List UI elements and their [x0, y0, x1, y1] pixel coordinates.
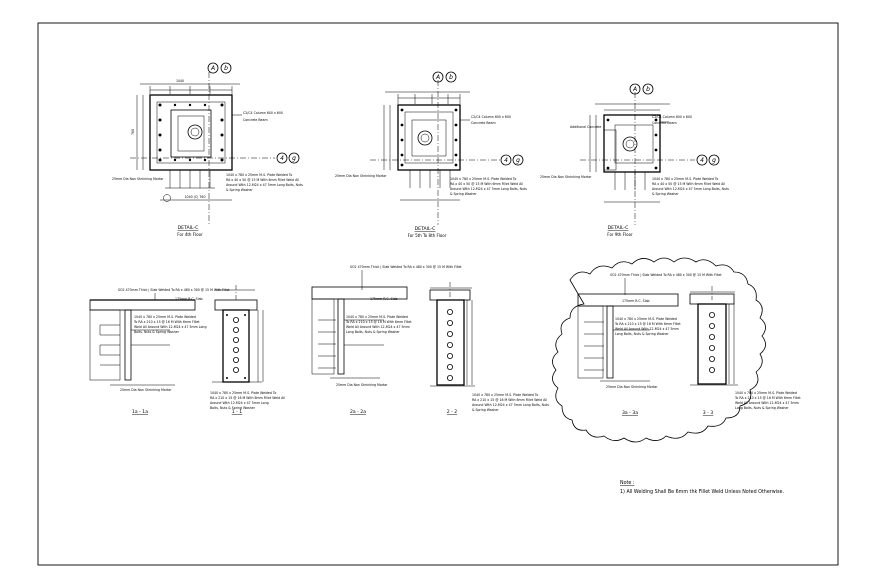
grid-bubble-a-icon: [207, 62, 219, 74]
detail-3-plate-note: 1040 x 780 x 25mm M.S. Plate Welded To R…: [652, 177, 730, 196]
detail-2-grid-d-icon: [512, 154, 524, 166]
grid-bubble-b-label: b: [224, 65, 228, 72]
detail-3-grid-c-label: 4: [700, 157, 704, 164]
detail-3-additional-note: Additional Concrete: [570, 125, 601, 129]
section-3a-top-note: SO2 470mm Thick | Slab Welded To RA x 48…: [610, 273, 722, 277]
detail-3-subtitle: For 9th Floor: [607, 232, 633, 237]
section-1a: SO2 470mm Thick | Slab Welded To RA x 48…: [89, 288, 230, 415]
notes-line-1: 1) All Welding Shall Be 6mm thk Fillet W…: [620, 489, 784, 495]
svg-text:1040 (C) 760: 1040 (C) 760: [185, 195, 206, 199]
section-2a-top-note: SO2 470mm Thick | Slab Welded To RA x 48…: [350, 265, 462, 269]
plan-detail-3: A b 4 g C2/C4 Column 600 x 600 Concrete …: [540, 83, 730, 237]
section-1-plate-note: 1040 x 780 x 25mm M.S. Plate Welded To R…: [210, 391, 286, 410]
detail-2-grid-d-label: g: [516, 157, 520, 164]
section-1a-mortar-note: 25mm Dia Non Shrinking Mortar: [120, 388, 172, 392]
plan-detail-2: A b 4 g C2/C4 Column 600 x 600 Concrete …: [335, 71, 528, 238]
detail-3-grid-d-label: g: [712, 157, 716, 164]
detail-2-column-note: C2/C4 Column 600 x 600: [471, 115, 511, 119]
detail-2-mortar-note: 25mm Dia Non Shrinking Mortar: [335, 174, 387, 178]
section-3-label: 3 - 3: [703, 410, 714, 416]
section-2-label: 2 - 2: [447, 409, 458, 415]
detail-3-grid-d-icon: [708, 154, 720, 166]
detail-1-concrete-note: Concrete Beam: [243, 118, 268, 122]
grid-bubble-d-icon: [288, 152, 300, 164]
section-3a-mortar-note: 25mm Dia Non Shrinking Mortar: [606, 385, 658, 389]
notes-title: Note :: [620, 480, 635, 486]
grid-bubble-b-icon: [220, 62, 232, 74]
detail-3-grid-b-label: b: [646, 86, 650, 93]
detail-1-column-note: C2/C4 Column 600 x 600: [243, 111, 283, 115]
sheet-border: [37, 22, 839, 566]
section-3a-label: 3a - 3a: [622, 410, 638, 416]
grid-bubble-c-label: 4: [280, 155, 284, 162]
section-1a-top-note: SO2 470mm Thick | Slab Welded To RA x 48…: [118, 288, 230, 292]
detail-3-concrete-note: Concrete Beam: [652, 121, 677, 125]
section-2a-slab-note: 175mm R.C. Slab: [370, 297, 398, 301]
section-2a-label: 2a - 2a: [350, 409, 366, 415]
detail-1-plate-note: 1040 x 780 x 25mm M.S. Plate Welded To R…: [226, 173, 304, 192]
detail-1-subtitle: For 4th Floor: [177, 232, 203, 237]
detail-2-grid-c-icon: [500, 154, 512, 166]
detail-3-column-note: C2/C4 Column 600 x 600: [652, 115, 692, 119]
section-3a: SO2 470mm Thick | Slab Welded To RA x 48…: [577, 273, 722, 416]
detail-3-grid-a-icon: [629, 83, 641, 95]
section-2a: SO2 470mm Thick | Slab Welded To RA x 48…: [311, 265, 462, 415]
section-2-plate-note: 1040 x 780 x 25mm M.S. Plate Welded To R…: [472, 393, 550, 412]
grid-bubble-c-icon: [276, 152, 288, 164]
grid-bubble-a-label: A: [210, 65, 215, 72]
section-1a-label: 1a - 1a: [132, 409, 148, 415]
section-1a-slab-note: 175mm R.C. Slab: [175, 297, 203, 301]
section-3: 1040 x 780 x 25mm M.S. Plate Welded To R…: [689, 286, 802, 416]
detail-2-concrete-note: Concrete Beam: [471, 121, 496, 125]
detail-1-title: DETAIL-C: [178, 225, 199, 231]
revision-cloud: [552, 257, 766, 443]
section-3a-slab-note: 175mm R.C. Slab: [622, 299, 650, 303]
detail-2-grid-b-label: b: [449, 74, 453, 81]
section-3-plate-note: 1040 x 780 x 25mm M.S. Plate Welded To R…: [734, 391, 802, 410]
svg-text:1040: 1040: [176, 79, 184, 83]
detail-2-title: DETAIL-C: [415, 226, 436, 232]
section-2: 1040 x 780 x 25mm M.S. Plate Welded To R…: [429, 282, 550, 415]
detail-3-mortar-note: 25mm Dia Non Shrinking Mortar: [540, 175, 592, 179]
plan-detail-1: 1040 A b 4 g: [112, 62, 304, 237]
grid-bubble-d-label: g: [292, 155, 296, 162]
detail-2-grid-a-label: A: [435, 74, 440, 81]
detail-3-grid-c-icon: [696, 154, 708, 166]
section-1: 1040 x 780 x 25mm M.S. Plate Welded To R…: [210, 285, 286, 415]
section-1-label: 1 - 1: [232, 409, 243, 415]
detail-2-plate-note: 1040 x 780 x 25mm M.S. Plate Welded To R…: [450, 177, 528, 196]
general-notes: Note : 1) All Welding Shall Be 6mm thk F…: [620, 480, 784, 495]
detail-2-subtitle: For 5th To 8th Floor: [408, 233, 447, 238]
detail-3-grid-b-icon: [642, 83, 654, 95]
detail-2-grid-a-icon: [432, 71, 444, 83]
detail-3-title: DETAIL-C: [608, 225, 629, 231]
detail-2-grid-b-icon: [445, 71, 457, 83]
section-3a-plate-note: 1040 x 780 x 25mm M.S. Plate Welded To R…: [614, 317, 682, 336]
detail-3-grid-a-label: A: [632, 86, 637, 93]
section-1a-plate-note: 1040 x 780 x 25mm M.S. Plate Welded To R…: [133, 315, 208, 334]
detail-2-grid-c-label: 4: [504, 157, 508, 164]
detail-1-mortar-note: 25mm Dia Non Shrinking Mortar: [112, 177, 164, 181]
section-2a-mortar-note: 25mm Dia Non Shrinking Mortar: [336, 383, 388, 387]
section-2a-plate-note: 1040 x 780 x 25mm M.S. Plate Welded To R…: [345, 315, 413, 334]
svg-text:780: 780: [131, 129, 135, 135]
